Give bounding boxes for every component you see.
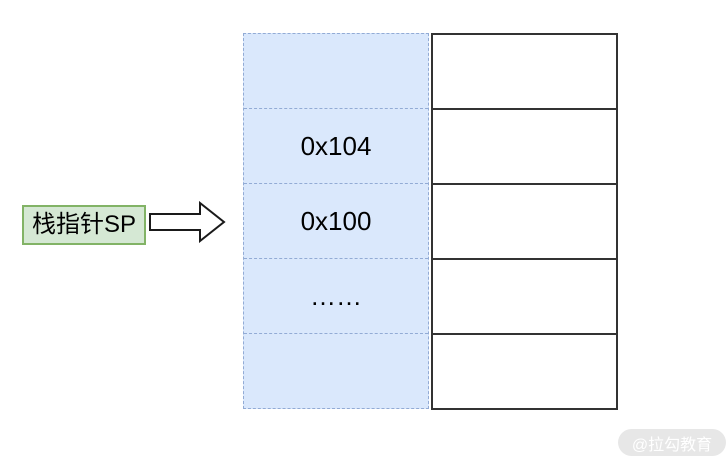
memory-cell bbox=[433, 185, 616, 260]
memory-cell bbox=[433, 35, 616, 110]
address-cell bbox=[244, 34, 428, 109]
stack-address-column: 0x104 0x100 …… bbox=[243, 33, 429, 409]
memory-cell bbox=[433, 260, 616, 335]
memory-cell bbox=[433, 335, 616, 408]
watermark-badge: @拉勾教育 bbox=[618, 429, 726, 456]
address-cell: …… bbox=[244, 259, 428, 334]
memory-cells-column bbox=[431, 33, 618, 410]
stack-pointer-label: 栈指针SP bbox=[22, 205, 146, 245]
memory-cell bbox=[433, 110, 616, 185]
stack-pointer-label-text: 栈指针SP bbox=[31, 211, 136, 238]
right-block-arrow-icon bbox=[149, 201, 226, 243]
watermark-text: @拉勾教育 bbox=[631, 436, 713, 454]
address-cell: 0x104 bbox=[244, 109, 428, 184]
address-cell: 0x100 bbox=[244, 184, 428, 259]
address-cell bbox=[244, 334, 428, 408]
